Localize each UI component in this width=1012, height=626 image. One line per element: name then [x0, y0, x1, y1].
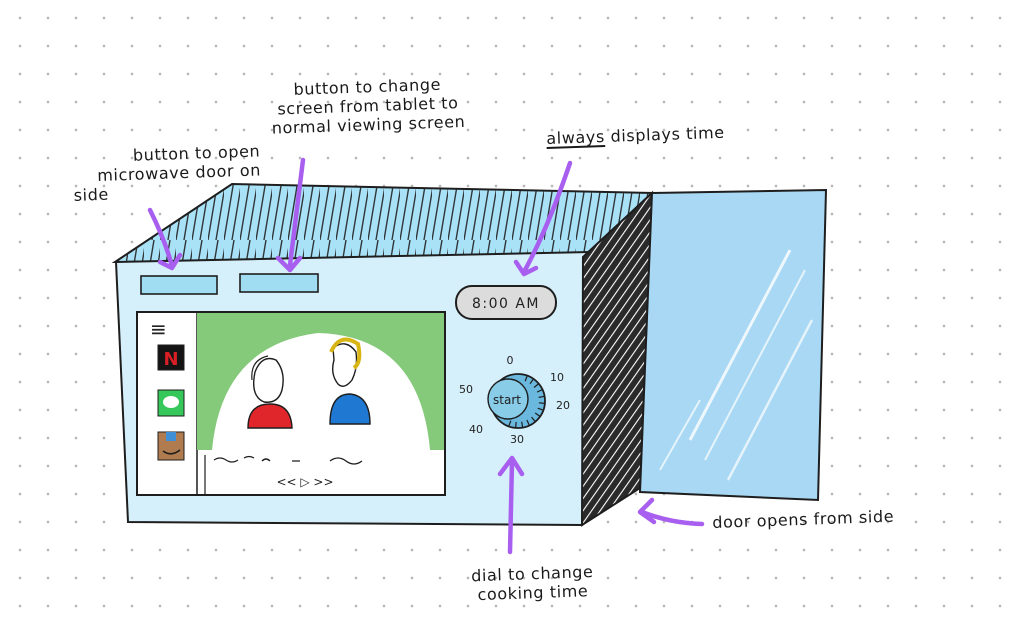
dial-ridge [537, 407, 544, 411]
playback-controls[interactable]: << ▷ >> [276, 475, 333, 489]
dial-ridge [536, 389, 543, 393]
dial-number: 20 [556, 399, 570, 412]
arrow-door-side [637, 497, 705, 527]
video-frame[interactable] [197, 313, 444, 450]
dial-ridge [533, 383, 540, 388]
dial-ridge [538, 395, 545, 398]
arrow-dial [497, 455, 525, 555]
dial-ridge [526, 419, 530, 426]
arrow-time [513, 160, 573, 277]
arrow-door-button [147, 207, 183, 271]
dial-number: 10 [550, 371, 564, 384]
dial-start-label: start [493, 393, 521, 407]
dial-ridge [538, 402, 545, 404]
annotation-dial: dial to change cooking time [470, 562, 594, 605]
netflix-glyph: N [163, 349, 178, 370]
dial-ridge [531, 416, 536, 423]
dial-number: 40 [469, 423, 483, 436]
annotation-door-button: button to open microwave door on side [73, 141, 262, 205]
dial-ridge [521, 421, 524, 428]
dial-ridge [508, 420, 512, 427]
dial-ridge [529, 378, 534, 385]
annotation-arrows [147, 157, 705, 555]
microwave-door[interactable] [638, 188, 828, 502]
tablet-screen: ≡ N << ▷ >> [136, 311, 446, 496]
dial-number: 30 [510, 433, 524, 446]
clock-time: 8:00 AM [472, 296, 540, 312]
dial-ridge [524, 375, 528, 382]
caption-text [213, 455, 363, 465]
dial-ridge [534, 412, 541, 417]
dial-numbers: 0 10 20 30 40 50 [459, 354, 570, 446]
character-left [247, 403, 293, 429]
microwave-top [111, 182, 655, 264]
arrow-screen-button [275, 157, 306, 273]
speech-bubble-icon [163, 396, 179, 408]
dial-ridges [508, 375, 545, 428]
open-door-button[interactable] [140, 275, 218, 295]
dial-number: 0 [507, 354, 514, 367]
change-screen-button[interactable] [239, 273, 319, 293]
netflix-icon[interactable] [157, 344, 185, 371]
dial-ridge [515, 421, 517, 428]
dial-number: 50 [459, 383, 473, 396]
menu-icon[interactable]: ≡ [150, 317, 167, 341]
time-display: 8:00 AM [455, 285, 557, 320]
character-right [329, 393, 371, 425]
amazon-smile-icon [162, 449, 181, 455]
annotation-screen-button: button to change screen from tablet to n… [271, 74, 466, 138]
cooking-dial[interactable]: start [487, 373, 546, 429]
amazon-tape [166, 432, 176, 441]
